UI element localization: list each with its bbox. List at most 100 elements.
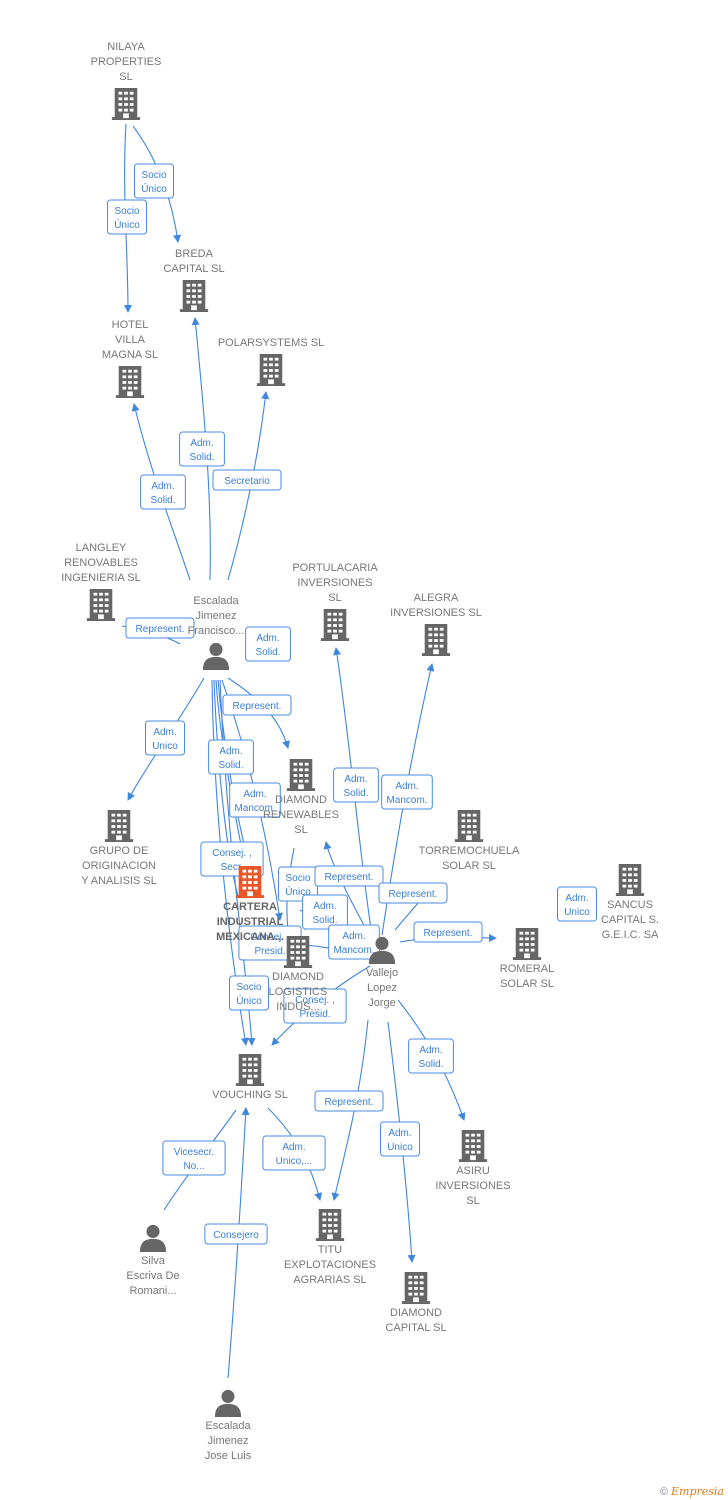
person-icon — [139, 1224, 167, 1252]
person-icon — [214, 1389, 242, 1417]
edge-label-text: Adm. — [256, 633, 279, 644]
edge-label-box — [413, 921, 483, 943]
edge-label-e25[interactable]: Adm.Solid. — [408, 1038, 454, 1074]
edge-label-text: Represent. — [233, 701, 282, 712]
node-label: EXPLOTACIONES — [284, 1259, 376, 1271]
node-polar[interactable]: POLARSYSTEMS SL — [218, 337, 324, 386]
edge-label-e10[interactable]: Adm.Solid. — [208, 739, 254, 775]
edge-label-e3[interactable]: Adm.Solid. — [140, 474, 186, 510]
edge-label-e30[interactable]: Consejero — [204, 1223, 268, 1245]
node-label: INVERSIONES — [297, 577, 372, 589]
edge-label-e13[interactable]: Adm. Solid. — [333, 767, 379, 803]
edge-label-e18[interactable]: Adm.Solid. — [302, 894, 348, 930]
edge-label-e7[interactable]: Adm. Solid. — [245, 626, 291, 662]
edge-label-box — [222, 694, 292, 716]
edge-label-text: Adm. — [344, 774, 367, 785]
building-icon — [454, 810, 484, 842]
building-icon — [458, 1130, 488, 1162]
building-icon — [179, 280, 209, 312]
node-label: Romani... — [129, 1285, 176, 1297]
edge-label-text: Solid. — [189, 452, 214, 463]
node-label: ROMERAL — [500, 963, 554, 975]
node-label: Jimenez — [208, 1435, 249, 1447]
node-cartera[interactable]: CARTERAINDUSTRIALMEXICANA... — [216, 866, 284, 943]
building-icon — [111, 88, 141, 120]
edge-label-e22[interactable]: Adm.Unico — [557, 886, 597, 922]
edge-label-e9[interactable]: Represent. — [222, 694, 292, 716]
person-icon — [202, 642, 230, 670]
node-label: GRUPO DE — [90, 845, 149, 857]
edge-label-e27[interactable]: Vicesecr.No... — [162, 1140, 226, 1176]
node-label: SL — [328, 592, 341, 604]
edge-label-text: Solid. — [343, 788, 368, 799]
node-label: SL — [294, 824, 307, 836]
edge-label-e17[interactable]: Represent. — [378, 882, 448, 904]
node-escf[interactable]: EscaladaJimenezFrancisco... — [188, 595, 245, 670]
node-label: Lopez — [367, 982, 397, 994]
edge-label-e29[interactable]: Adm.Unico — [380, 1121, 420, 1157]
edge-label-text: Secr. — [221, 862, 244, 873]
edge-label-text: Solid. — [255, 647, 280, 658]
edge-label-text: Socio — [236, 982, 261, 993]
building-icon — [401, 1272, 431, 1304]
brand-name: Empresia — [671, 1485, 724, 1498]
edge-label-text: Presid. — [299, 1009, 330, 1020]
edge-label-box — [162, 1140, 226, 1176]
node-label: Y ANALISIS SL — [81, 875, 157, 887]
edge-label-box — [212, 469, 282, 491]
node-vouching[interactable]: VOUCHING SL — [212, 1054, 288, 1101]
edge-label-text: Unico — [152, 741, 178, 752]
edge-label-e21[interactable]: Represent. — [413, 921, 483, 943]
edge-label-e26[interactable]: Represent. — [314, 1090, 384, 1112]
node-label: RENEWABLES — [263, 809, 339, 821]
edge-label-text: Adm. — [151, 481, 174, 492]
edge-label-e16[interactable]: Represent. — [314, 865, 384, 887]
node-label: CAPITAL SL — [163, 263, 224, 275]
edge-label-e19[interactable]: Consej. ,Presid. — [238, 925, 302, 961]
edge-label-box — [381, 774, 433, 810]
node-label: NILAYA — [107, 41, 145, 53]
edge-label-box — [314, 865, 384, 887]
edge-label-e28[interactable]: Adm.Unico,... — [262, 1135, 326, 1171]
edge-label-e6[interactable]: Represent. — [125, 617, 195, 639]
edge-label-e4[interactable]: Adm.Solid. — [179, 431, 225, 467]
edge-label-e11[interactable]: Adm.Mancom. — [229, 782, 281, 818]
edge-label-e14[interactable]: Adm.Mancom. — [381, 774, 433, 810]
node-label: INGENIERIA SL — [61, 572, 140, 584]
node-label: DIAMOND — [390, 1307, 442, 1319]
edge-label-text: Consej. , — [295, 995, 334, 1006]
edge-label-text: Adm. — [342, 931, 365, 942]
edge-label-e24[interactable]: Consej. , Presid. — [283, 988, 347, 1024]
edge-label-box — [262, 1135, 326, 1171]
edge-label-e20[interactable]: Adm.Mancom. — [328, 924, 380, 960]
node-diamind[interactable]: DIAMONDLOGISTICSINDUS... — [269, 936, 328, 1013]
edge-label-box — [408, 1038, 454, 1074]
edge-label-text: Adm. — [419, 1045, 442, 1056]
node-label: Jorge — [368, 997, 396, 1009]
edge-label-e8[interactable]: Adm. Unico — [145, 720, 185, 756]
edge-label-e5[interactable]: Secretario — [212, 469, 282, 491]
edge-label-text: Socio — [285, 873, 310, 884]
edge-label-text: Consej. , — [212, 848, 251, 859]
edge-label-text: Adm. — [153, 727, 176, 738]
